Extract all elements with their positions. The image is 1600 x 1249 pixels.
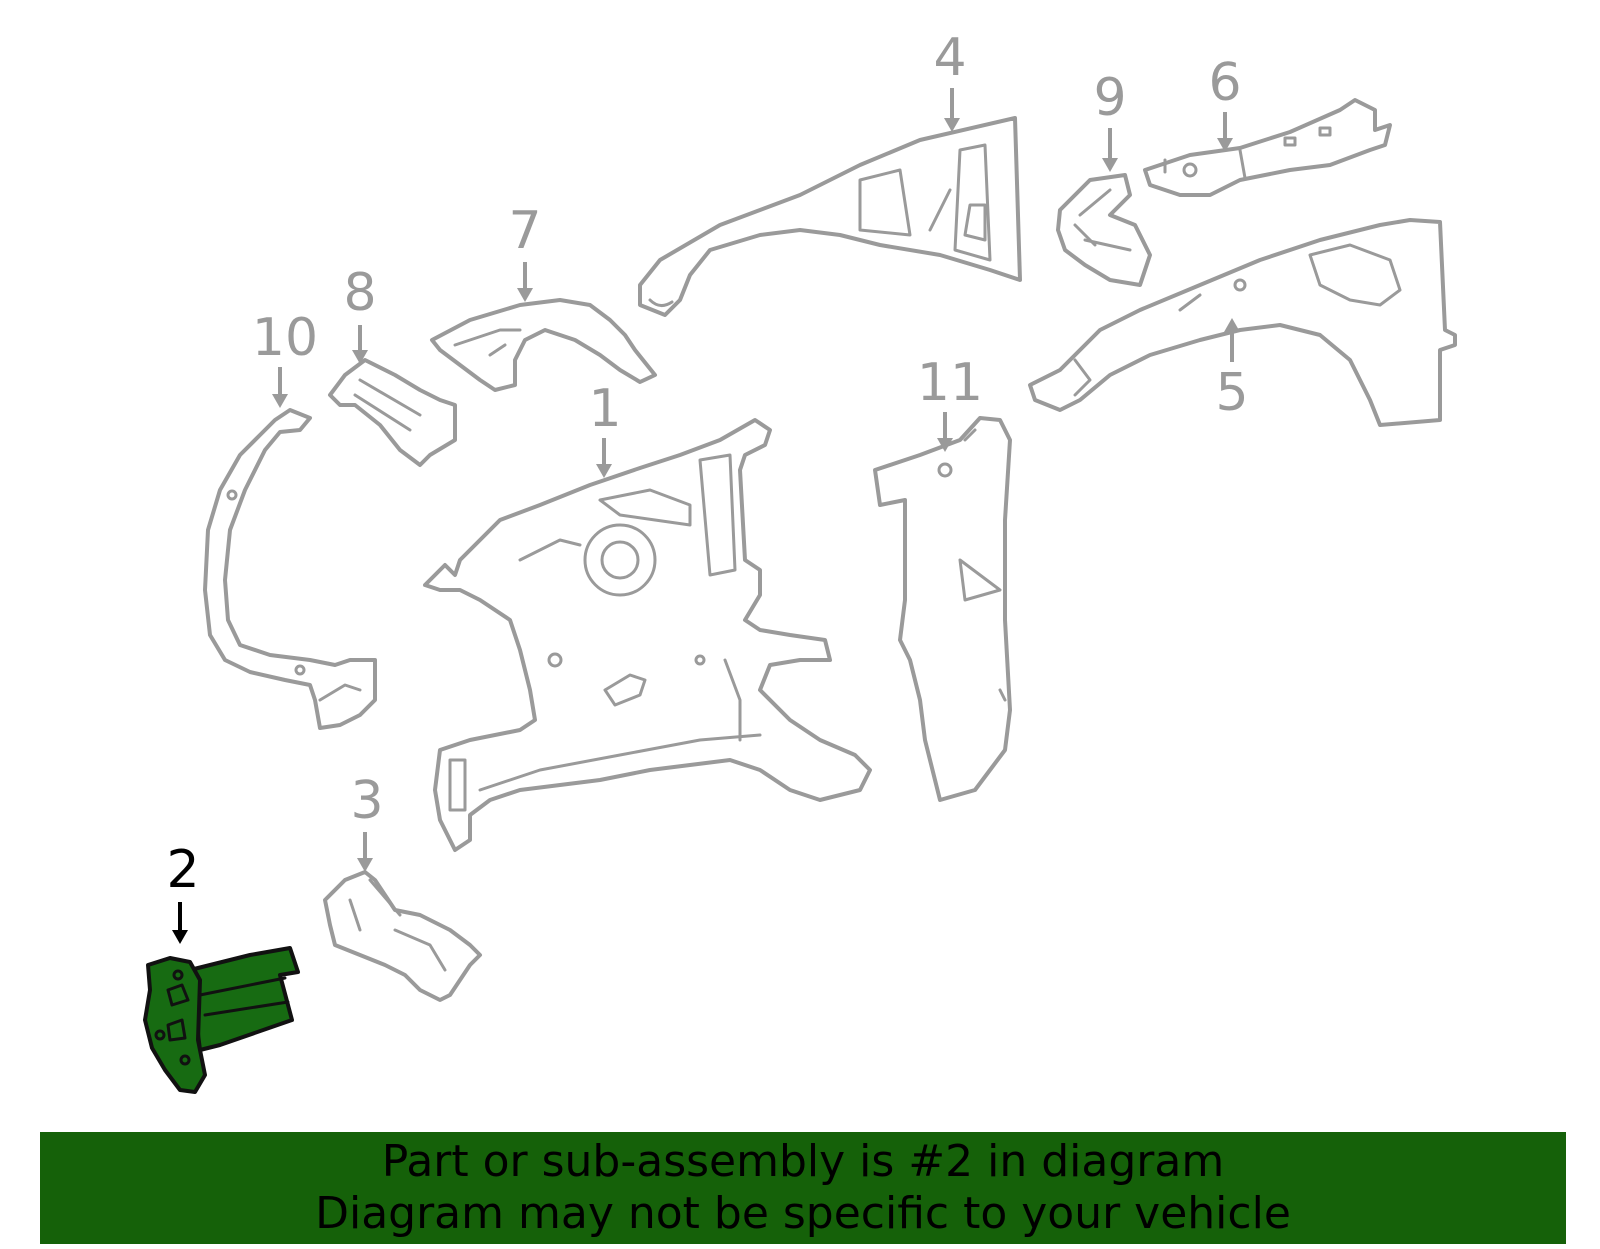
- part-7[interactable]: [430, 298, 657, 392]
- info-banner: Part or sub-assembly is #2 in diagram Di…: [40, 1132, 1566, 1244]
- callout-10: 10: [252, 308, 318, 368]
- part-9[interactable]: [1056, 173, 1152, 287]
- part-6[interactable]: [1143, 98, 1392, 197]
- callout-arrows: [172, 88, 1240, 944]
- part-5[interactable]: [1028, 218, 1457, 427]
- callout-4: 4: [933, 28, 966, 88]
- banner-line-2: Diagram may not be specific to your vehi…: [315, 1188, 1291, 1239]
- callout-labels: 1 2 3 4 5 6 7 8 9 10 11: [166, 28, 1248, 900]
- callout-2: 2: [166, 840, 199, 900]
- part-10[interactable]: [203, 408, 377, 730]
- part-11[interactable]: [873, 416, 1012, 802]
- callout-5: 5: [1215, 363, 1248, 423]
- part-1[interactable]: [423, 418, 872, 852]
- callout-7: 7: [508, 201, 541, 261]
- banner-line-1: Part or sub-assembly is #2 in diagram: [381, 1136, 1225, 1187]
- callout-1: 1: [588, 379, 621, 439]
- part-8[interactable]: [328, 358, 457, 467]
- callout-9: 9: [1093, 68, 1126, 128]
- callout-6: 6: [1208, 53, 1241, 113]
- part-3[interactable]: [323, 870, 482, 1002]
- part-2-highlighted[interactable]: [143, 946, 300, 1094]
- callout-8: 8: [343, 263, 376, 323]
- callout-3: 3: [350, 771, 383, 831]
- part-4[interactable]: [638, 116, 1022, 317]
- callout-11: 11: [917, 353, 983, 413]
